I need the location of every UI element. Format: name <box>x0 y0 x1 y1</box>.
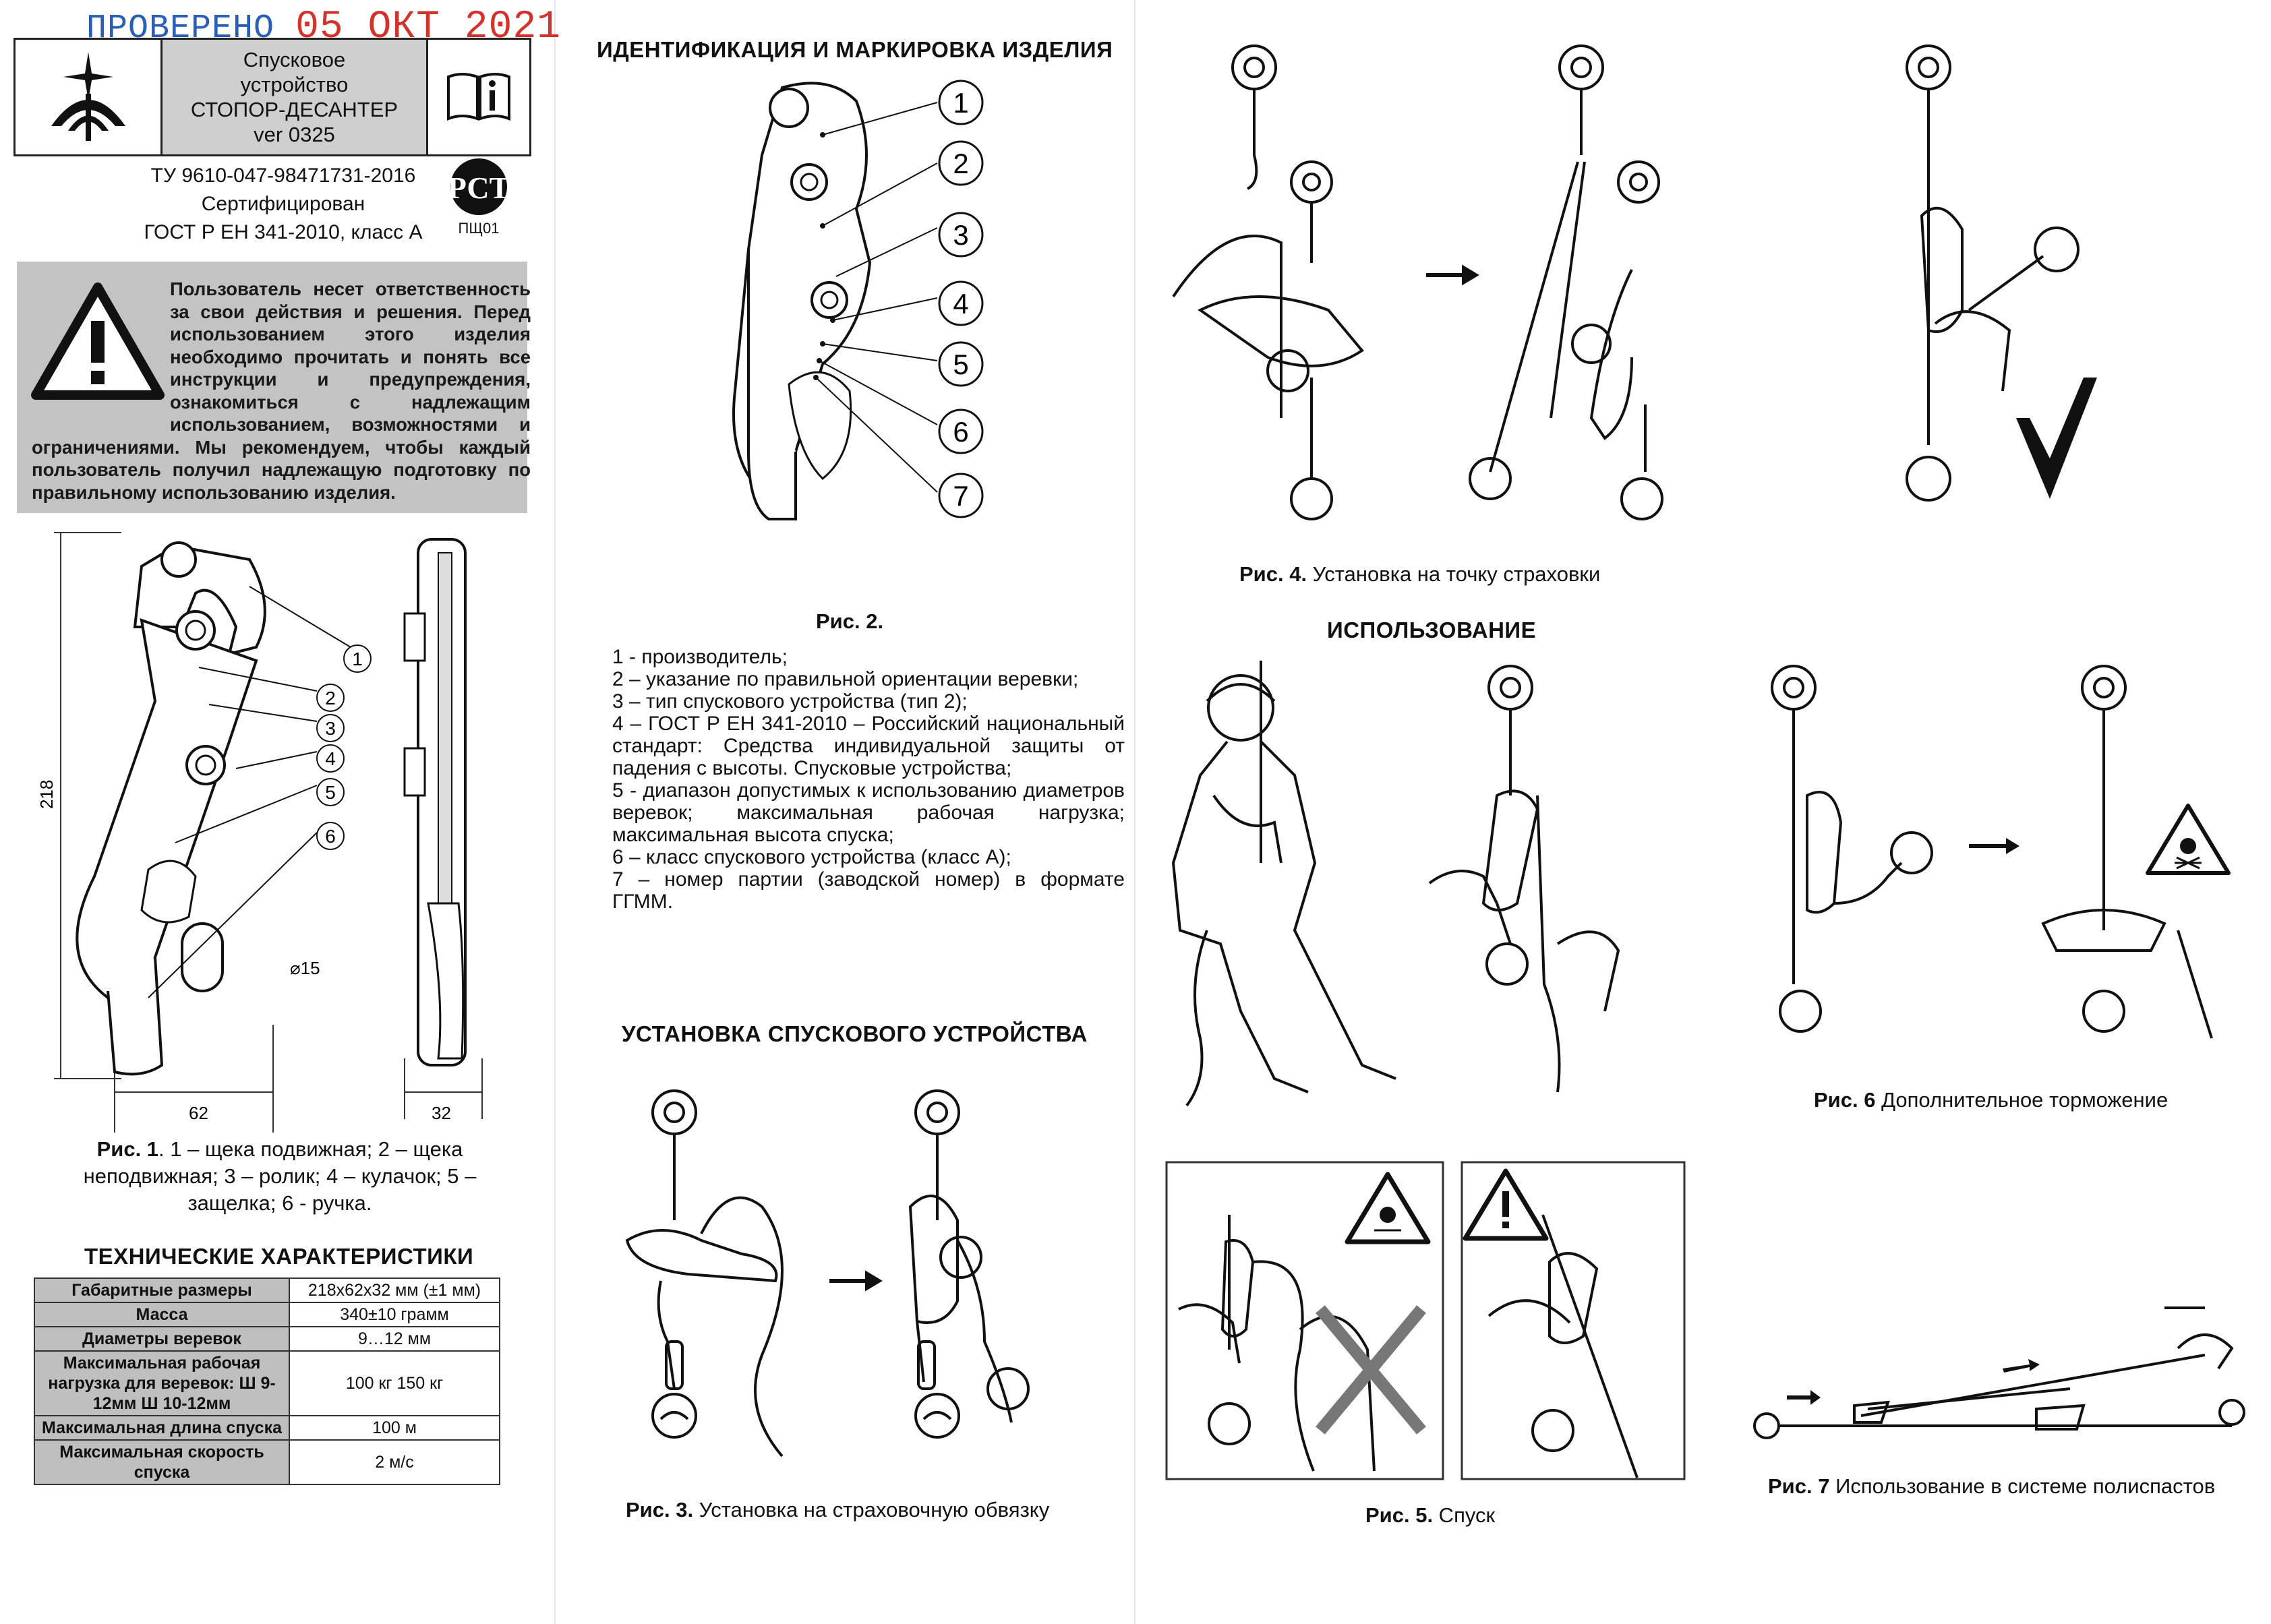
spec-key: Максимальная рабочая нагрузка для верево… <box>34 1350 290 1416</box>
callout-1: 1 <box>352 649 363 669</box>
specs-heading: ТЕХНИЧЕСКИЕ ХАРАКТЕРИСТИКИ <box>84 1244 474 1269</box>
ident-heading: ИДЕНТИФИКАЦИЯ И МАРКИРОВКА ИЗДЕЛИЯ <box>597 37 1113 62</box>
product-title: Спусковое устройство СТОПОР-ДЕСАНТЕР ver… <box>163 40 428 154</box>
warning-triangle-icon <box>31 282 165 400</box>
install-heading: УСТАНОВКА СПУСКОВОГО УСТРОЙСТВА <box>622 1021 1088 1046</box>
fig6-extra-braking-drawing <box>1753 661 2239 1039</box>
panel-divider <box>1134 0 1136 1624</box>
spec-value: 100 м <box>289 1415 500 1441</box>
list-item: 1 - производитель; <box>612 646 788 668</box>
spec-key: Габаритные размеры <box>34 1277 290 1303</box>
spec-key: Масса <box>34 1302 290 1327</box>
table-row: Максимальная рабочая нагрузка для верево… <box>34 1350 500 1416</box>
fig5-caption: Рис. 5. Спуск <box>1365 1503 1496 1527</box>
spec-key: Максимальная скорость спуска <box>34 1439 290 1485</box>
fig7-pulley-system-drawing <box>1746 1294 2259 1456</box>
callout-2: 2 <box>325 688 336 709</box>
ident-callout-7: 7 <box>953 480 968 512</box>
dim-hole: ⌀15 <box>290 958 320 978</box>
spec-key: Диаметры веревок <box>34 1326 290 1352</box>
dim-depth: 32 <box>432 1103 451 1123</box>
pct-mark-text: РСТ <box>448 171 510 205</box>
dim-width: 62 <box>189 1103 208 1123</box>
callout-3: 3 <box>325 718 336 739</box>
dim-height: 218 <box>36 780 57 809</box>
fig6-caption: Рис. 6 Дополнительное торможение <box>1814 1088 2169 1112</box>
callout-5: 5 <box>325 782 336 803</box>
list-item: 4 – ГОСТ Р ЕН 341-2010 – Российский наци… <box>612 713 1125 779</box>
manual-info-icon <box>428 40 529 154</box>
fig7-caption: Рис. 7 Использование в системе полиспаст… <box>1768 1474 2216 1498</box>
fig4-caption: Рис. 4. Установка на точку страховки <box>1239 562 1601 586</box>
usage-climber-drawing <box>1160 661 1726 1119</box>
certification-block: ТУ 9610-047-98471731-2016 Сертифицирован… <box>144 164 423 243</box>
list-item: 6 – класс спускового устройства (класс А… <box>612 846 1011 868</box>
ident-callout-4: 4 <box>953 288 968 320</box>
callout-4: 4 <box>325 748 336 769</box>
spec-value: 340±10 грамм <box>289 1302 500 1327</box>
warning-triangle-icon <box>1463 1168 1549 1241</box>
pct-code: ПЩ01 <box>458 220 500 237</box>
callout-6: 6 <box>325 826 336 847</box>
product-header: Спусковое устройство СТОПОР-ДЕСАНТЕР ver… <box>13 38 531 156</box>
ident-callout-2: 2 <box>953 148 968 179</box>
panel-divider <box>554 0 556 1624</box>
usage-heading: ИСПОЛЬЗОВАНИЕ <box>1327 618 1537 642</box>
ident-callout-3: 3 <box>953 219 968 251</box>
spec-value: 218х62х32 мм (±1 мм) <box>289 1277 500 1303</box>
fig3-caption: Рис. 3. Установка на страховочную обвязк… <box>626 1498 1050 1522</box>
list-item: 7 – номер партии (заводской номер) в фор… <box>612 868 1125 913</box>
ident-callout-1: 1 <box>953 87 968 119</box>
fig3-harness-install-drawing <box>607 1085 1092 1463</box>
pct-conformity-mark: РСТ ПЩ01 <box>438 156 519 237</box>
ident-callout-6: 6 <box>953 416 968 448</box>
fig1-caption: Рис. 1. 1 – щека подвижная; 2 – щека неп… <box>83 1137 477 1215</box>
spec-value: 100 кг 150 кг <box>289 1350 500 1416</box>
fig2-caption: Рис. 2. <box>816 609 884 633</box>
list-item: 5 - диапазон допустимых к использованию … <box>612 779 1125 846</box>
ident-legend: 1 - производитель; 2 – указание по прави… <box>612 646 1125 913</box>
warning-box: Пользователь несет ответственность за св… <box>17 262 531 513</box>
danger-skull-icon <box>1345 1172 1431 1244</box>
spec-key: Максимальная длина спуска <box>34 1415 290 1441</box>
warning-text: Пользователь несет ответственность за св… <box>32 278 531 503</box>
spec-value: 2 м/с <box>289 1439 500 1485</box>
fig4-anchor-install-drawing <box>1160 40 2239 553</box>
list-item: 2 – указание по правильной ориентации ве… <box>612 668 1079 690</box>
fig2-marking-drawing: 1 2 3 4 5 6 7 <box>721 74 1018 600</box>
manufacturer-logo <box>16 40 163 154</box>
ident-callout-5: 5 <box>953 349 968 380</box>
fig5-descent-drawing <box>1165 1161 1691 1484</box>
spec-value: 9…12 мм <box>289 1326 500 1352</box>
list-item: 3 – тип спускового устройства (тип 2); <box>612 690 968 713</box>
fig1-device-drawing: 218 62 32 ⌀15 1 2 <box>36 526 526 1133</box>
